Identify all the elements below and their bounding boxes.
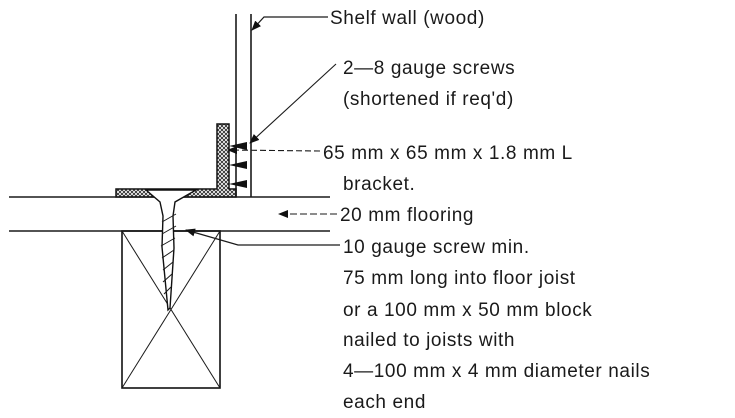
joist-screw xyxy=(144,189,199,312)
label-screws-line-1: 2—8 gauge screws xyxy=(343,58,515,79)
label-shelf-wall: Shelf wall (wood) xyxy=(330,8,485,29)
label-joist-screw-line-3: or a 100 mm x 50 mm block xyxy=(343,300,592,321)
label-bracket-line-2: bracket. xyxy=(343,174,415,195)
shelf-wall xyxy=(235,14,252,197)
label-joist-screw-line-1: 10 gauge screw min. xyxy=(343,237,530,258)
label-joist-screw-line-4: nailed to joists with xyxy=(343,330,515,351)
label-joist-screw-line-6: each end xyxy=(343,392,426,413)
label-screws-line-2: (shortened if req'd) xyxy=(343,89,514,110)
label-bracket-line-1: 65 mm x 65 mm x 1.8 mm L xyxy=(323,143,573,164)
label-joist-screw-line-5: 4—100 mm x 4 mm diameter nails xyxy=(343,361,650,382)
leader-lines xyxy=(185,16,340,246)
bracket-screws xyxy=(229,142,247,188)
label-flooring: 20 mm flooring xyxy=(340,205,474,226)
label-joist-screw-line-2: 75 mm long into floor joist xyxy=(343,268,576,289)
l-bracket xyxy=(115,123,237,198)
